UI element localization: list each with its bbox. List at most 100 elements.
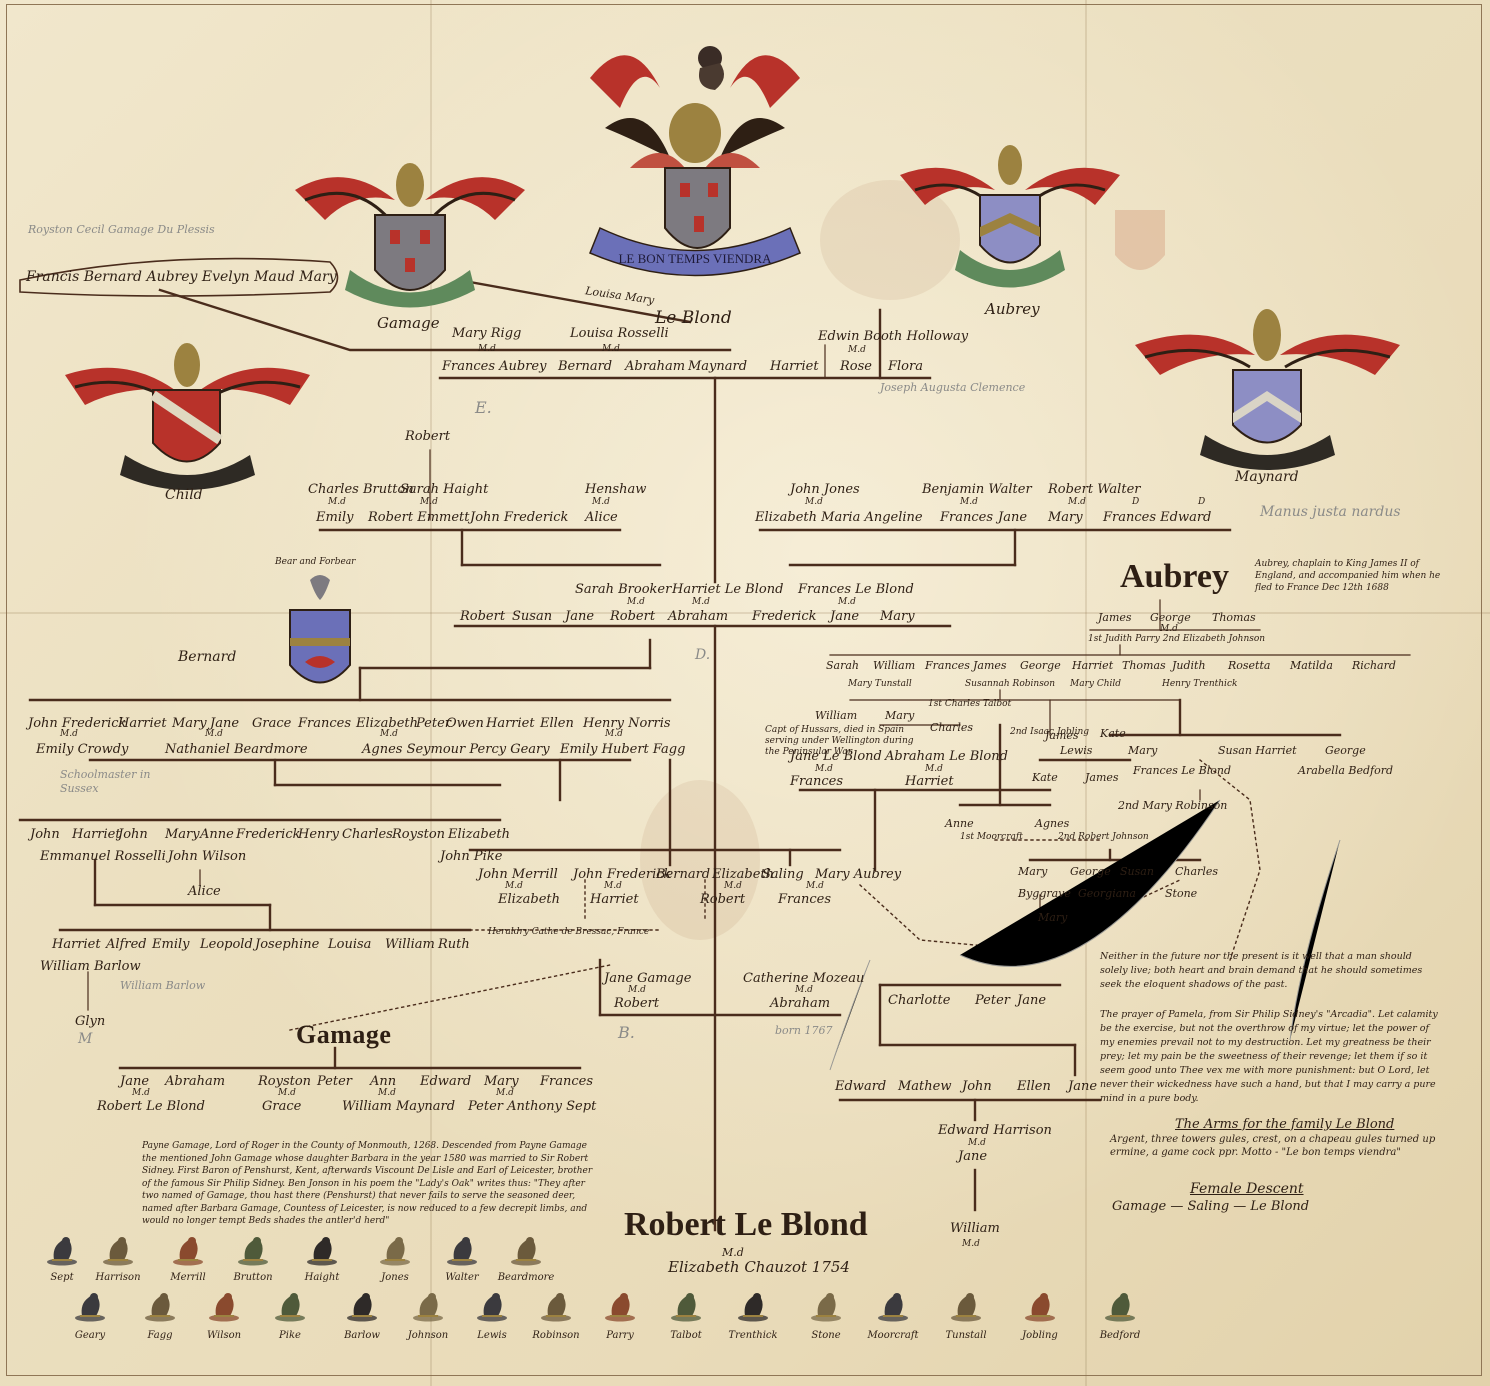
md-mark: M.d (380, 729, 398, 739)
aubrey-row: Judith (1172, 659, 1206, 672)
aubrey-mary-c: Mary (1018, 865, 1048, 878)
frances-edward: Frances Edward (1103, 510, 1212, 525)
arms-text: Argent, three towers gules, crest, on a … (1110, 1134, 1436, 1158)
md-mark: M.d (806, 881, 824, 891)
flora-top: Flora (888, 359, 923, 374)
md-mark: M.d (805, 497, 823, 507)
aubrey-row: Harriet (1072, 659, 1114, 672)
bernard-spouse: Agnes Seymour Percy Geary (362, 742, 550, 757)
crest-badge-label: Barlow (344, 1330, 380, 1341)
gen3-child: Abraham (668, 609, 729, 624)
sheet-border (6, 4, 1482, 1376)
crest-badge-label: Trenthick (728, 1330, 778, 1341)
aubrey-frances: Frances (790, 774, 844, 789)
william-barlow: William Barlow (40, 959, 141, 974)
aubrey-row: James (973, 659, 1007, 672)
gen3-child: Jane (830, 609, 860, 624)
motto-text: LE BON TEMPS VIENDRA (618, 251, 772, 266)
grandchild: Harriet (52, 937, 101, 952)
crest-badge-icon (474, 1288, 510, 1326)
md-mark: M.d (848, 345, 866, 355)
gamage-child: Abraham (165, 1074, 226, 1089)
crest-badge-icon (508, 1232, 544, 1270)
label-child: Child (165, 487, 203, 503)
crest-badge-icon (875, 1288, 911, 1326)
crest-badge-icon (808, 1288, 844, 1326)
bernard-child: Harriet (486, 716, 535, 731)
rose-top: Rose (840, 359, 872, 374)
gamage-spouse: Peter Anthony Sept (468, 1099, 597, 1114)
bernard-child: Owen (446, 716, 484, 731)
crest-badge-label: Harrison (95, 1272, 141, 1283)
crest-badge-icon (235, 1232, 271, 1270)
md-mark: M.d (60, 729, 78, 739)
bernard-child: Harriet (118, 716, 167, 731)
bernard-spouse: Nathaniel Beardmore (165, 742, 308, 757)
john-merrill: John Merrill (478, 867, 558, 882)
susan-harriet: Susan Harriet (1218, 744, 1297, 757)
gamage-child: Royston (258, 1074, 312, 1089)
grandchild: Emily (152, 937, 190, 952)
emily: Emily (316, 510, 354, 525)
aubrey-charles2: Charles (1175, 865, 1218, 878)
bernard-crest (289, 575, 351, 684)
isaac-jobling: 2nd Isaac Jobling (1010, 727, 1090, 737)
aubrey-william: William (815, 709, 858, 722)
aubrey-row: William (873, 659, 916, 672)
aubrey-anne: Anne (945, 817, 974, 830)
gen3-child: Frederick (752, 609, 817, 624)
bernard-child: Elizabeth (356, 716, 419, 731)
robert-le-blond-title: Robert Le Blond (624, 1206, 868, 1243)
fold-crease (1085, 0, 1087, 1386)
gen5-name: Charles (342, 827, 393, 842)
md-mark: M.d (505, 881, 523, 891)
moorcraft: 1st Moorcraft (960, 832, 1023, 842)
maynard-crest (1135, 309, 1400, 470)
crest-badge-icon (72, 1288, 108, 1326)
central-abraham: Abraham (770, 996, 831, 1011)
harriet-top: Harriet (770, 359, 819, 374)
crest-badge-icon (377, 1232, 413, 1270)
gen5-name: John (118, 827, 148, 842)
crest-badge-label: Wilson (206, 1330, 242, 1341)
label-gamage: Gamage (377, 314, 440, 332)
md-mark: M.d (478, 344, 496, 354)
frances-le-blond: Frances Le Blond (798, 582, 914, 597)
faint-shield (1115, 210, 1165, 270)
peter: Peter (975, 993, 1010, 1008)
arabella-bedford: Arabella Bedford (1298, 764, 1394, 777)
br-william: William (950, 1221, 1000, 1236)
gen5-name: Harriet (72, 827, 121, 842)
fold-crease (430, 0, 432, 1386)
glyn: Glyn (75, 1014, 106, 1029)
paper-stain (640, 780, 760, 940)
alice: Alice (585, 510, 618, 525)
central-jane: Jane (1017, 993, 1047, 1008)
mary-aubrey: Mary Aubrey (815, 867, 902, 882)
pencil-d: D. (695, 647, 711, 663)
aubrey-row: Richard (1352, 659, 1396, 672)
grandchild: Louisa (328, 937, 372, 952)
jane-gamage: Jane Gamage (604, 971, 692, 986)
byggrave: Byggrave (1018, 887, 1071, 900)
br-name: Mathew (898, 1079, 952, 1094)
crest-badge-label: Fagg (147, 1330, 173, 1341)
aubrey-spouse: Mary Tunstall (848, 679, 912, 689)
paper-stain (820, 180, 960, 300)
aubrey-mary-b: Mary (1128, 744, 1158, 757)
crest-badge-label: Sept (50, 1272, 74, 1283)
gen5-name: Henry (298, 827, 339, 842)
harriet-le-blond: Harriet Le Blond (672, 582, 784, 597)
aubrey-top: James (1098, 611, 1132, 624)
aubrey-lewis: Lewis (1060, 744, 1093, 757)
crest-badge-icon (206, 1288, 242, 1326)
md-mark: M.d (420, 497, 438, 507)
bernard-child: Jane (210, 716, 240, 731)
crest-badge-label: Jones (381, 1272, 409, 1283)
crest-badge-label: Walter (445, 1272, 479, 1283)
mary: Mary (1048, 510, 1083, 525)
bernard-child: Henry Norris (583, 716, 671, 731)
robert-emmett: Robert Emmett (368, 510, 470, 525)
bernard-spouse: Emily Hubert Fagg (560, 742, 686, 757)
